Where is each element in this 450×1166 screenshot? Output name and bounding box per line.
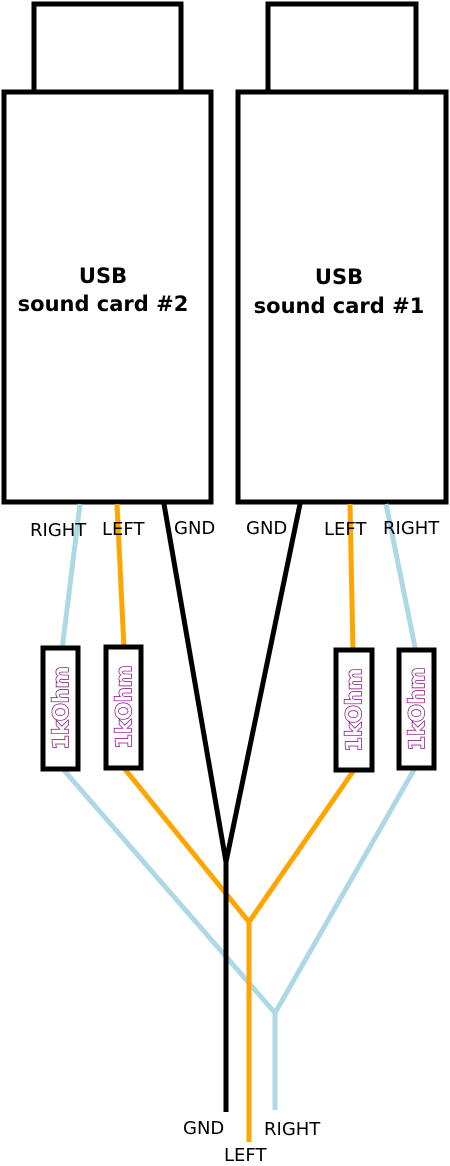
card-1-title-line2: sound card #1 bbox=[254, 294, 425, 318]
resistor-body bbox=[396, 647, 437, 771]
resistor-4: 1kOhm bbox=[396, 647, 437, 771]
card-2-left-label: LEFT bbox=[102, 519, 145, 540]
left-wire-card-2 bbox=[114, 503, 127, 649]
resistor-body bbox=[333, 647, 375, 773]
card-body-card-1 bbox=[235, 89, 449, 505]
card-1-gnd-label: GND bbox=[246, 518, 287, 539]
resistor-3: 1kOhm bbox=[333, 647, 375, 773]
output-right-label: RIGHT bbox=[264, 1119, 321, 1140]
right-wire-card-1 bbox=[383, 503, 419, 653]
left-wire-card-1 bbox=[347, 503, 356, 653]
card-2-gnd-label: GND bbox=[174, 518, 215, 539]
resistor-label: 1kOhm bbox=[405, 667, 429, 750]
gnd-wires bbox=[161, 503, 303, 1112]
resistor-body bbox=[40, 645, 81, 772]
resistor-label: 1kOhm bbox=[49, 666, 73, 749]
gnd-merge-wire bbox=[161, 503, 303, 863]
card-1-title-line1: USB bbox=[315, 265, 363, 289]
output-gnd-label: GND bbox=[183, 1118, 224, 1139]
card-1-right-label: RIGHT bbox=[383, 518, 440, 539]
sound-card-2: USB sound card #2 bbox=[1, 1, 214, 505]
sound-card-1: USB sound card #1 bbox=[235, 1, 449, 505]
right-wires bbox=[59, 503, 419, 1110]
right-wire-card-2 bbox=[59, 503, 83, 651]
resistor-label: 1kOhm bbox=[112, 665, 136, 748]
resistor-body bbox=[103, 644, 144, 771]
card-1-left-label: LEFT bbox=[324, 519, 367, 540]
resistor-label: 1kOhm bbox=[342, 668, 366, 751]
usb-plug-card-2 bbox=[31, 1, 184, 95]
card-2-title-line1: USB bbox=[79, 264, 127, 288]
card-body-card-2 bbox=[1, 89, 214, 505]
card-2-right-label: RIGHT bbox=[30, 520, 87, 541]
output-left-label: LEFT bbox=[224, 1145, 267, 1166]
usb-plug-card-1 bbox=[265, 1, 419, 95]
resistor-1: 1kOhm bbox=[40, 645, 81, 772]
resistor-2: 1kOhm bbox=[103, 644, 144, 771]
card-2-title-line2: sound card #2 bbox=[18, 292, 189, 316]
left-wires bbox=[114, 503, 357, 1142]
